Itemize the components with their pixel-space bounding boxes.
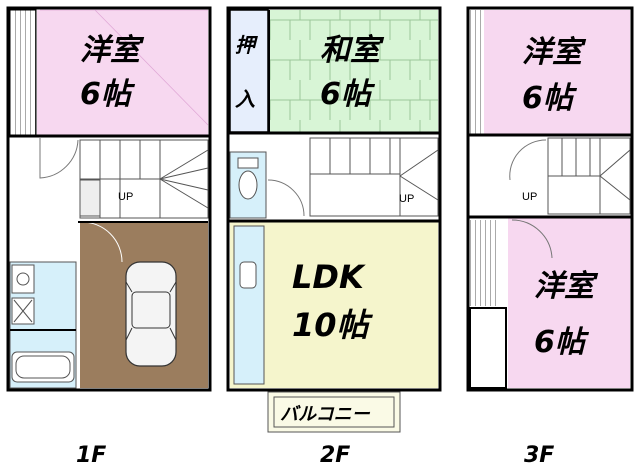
closet-3f xyxy=(469,307,507,389)
floor-label-2f: 2F xyxy=(320,443,350,468)
western-room-bottom-3f xyxy=(508,218,630,388)
closet-char-2: 入 xyxy=(235,87,255,111)
closet-1f xyxy=(9,9,37,136)
ldk-2f xyxy=(230,222,438,388)
floor-3f: UP 洋室 6帖 洋室 6帖 xyxy=(466,6,634,392)
floor-label-1f: 1F xyxy=(76,443,106,468)
western-room-1f xyxy=(37,10,208,135)
western-room-top-3f xyxy=(484,10,630,134)
stair-up-label-3f: UP xyxy=(522,191,537,203)
floor-label-3f: 3F xyxy=(524,443,554,468)
floor-2f: UP 押 入 和室 6帖 LDK 10帖 バルコニー xyxy=(226,6,442,433)
balcony-2f xyxy=(267,391,401,433)
room-size-western-top-3f: 6帖 xyxy=(522,81,578,116)
car-icon xyxy=(125,261,177,367)
room-size-ldk-2f: 10帖 xyxy=(292,306,374,344)
room-name-western-1f: 洋室 xyxy=(80,33,145,68)
staircase-3f xyxy=(547,137,631,215)
balcony-label: バルコニー xyxy=(280,404,371,425)
room-name-western-bottom-3f: 洋室 xyxy=(534,269,599,304)
staircase-2f xyxy=(309,137,439,217)
kitchen-sink-2f xyxy=(233,225,265,385)
room-size-western-1f: 6帖 xyxy=(80,77,136,112)
floor-1f: UP 洋室 6帖 xyxy=(6,6,212,392)
room-size-japanese-2f: 6帖 xyxy=(320,77,376,112)
toilet-icon xyxy=(237,157,259,200)
stair-up-label-1f: UP xyxy=(118,191,133,203)
room-name-ldk-2f: LDK xyxy=(292,258,366,296)
closet-char-1: 押 xyxy=(235,33,258,57)
stair-up-label-2f: UP xyxy=(399,193,414,205)
bathtub-icon xyxy=(11,351,75,383)
washer-icon xyxy=(11,297,35,325)
room-name-japanese-2f: 和室 xyxy=(320,33,385,68)
closet-2f xyxy=(229,9,269,133)
room-size-western-bottom-3f: 6帖 xyxy=(534,325,590,360)
japanese-room-2f xyxy=(270,10,438,132)
sink-icon xyxy=(11,264,35,294)
room-name-western-top-3f: 洋室 xyxy=(522,35,587,70)
